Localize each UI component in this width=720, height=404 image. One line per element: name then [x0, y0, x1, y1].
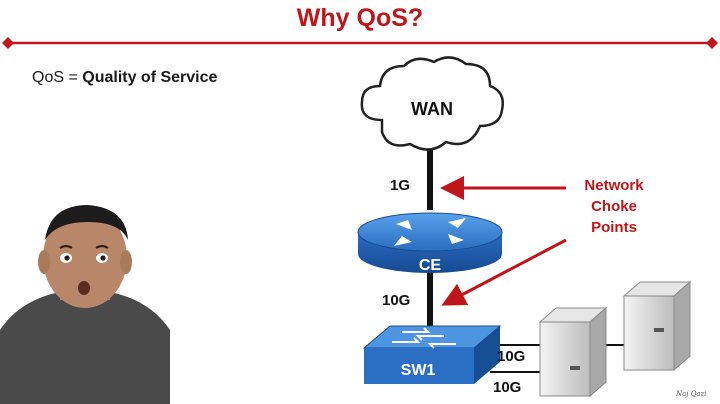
wan-cloud-icon: [360, 56, 504, 151]
qos-expansion: Quality of Service: [82, 69, 218, 86]
server-2-icon: [538, 306, 608, 398]
link-sw1-server1-label: 10G: [497, 348, 525, 365]
server-1-icon: [622, 280, 692, 372]
choke-arrow-2: [441, 238, 567, 306]
qos-abbr: QoS: [32, 69, 65, 86]
page-title: Why QoS?: [296, 4, 424, 32]
link-sw1-server2-label: 10G: [493, 379, 521, 396]
link-wan-ce-label: 1G: [390, 177, 410, 194]
qos-definition: QoS = Quality of Service: [32, 69, 217, 87]
wan-label: WAN: [411, 99, 453, 119]
callout-line-1: Network: [584, 177, 644, 194]
link-ce-sw1-label: 10G: [382, 292, 410, 309]
sw1-switch-icon: [362, 325, 502, 384]
signature: Naj Qazi: [675, 390, 707, 398]
header-divider: [2, 37, 718, 49]
callout-line-3: Points: [591, 219, 637, 236]
presenter-photo: [0, 205, 170, 404]
ce-router-icon: [357, 212, 503, 273]
callout-line-2: Choke: [591, 198, 637, 215]
ce-label: CE: [419, 257, 442, 274]
sw1-label: SW1: [401, 362, 436, 379]
equals-sign: =: [64, 69, 83, 86]
